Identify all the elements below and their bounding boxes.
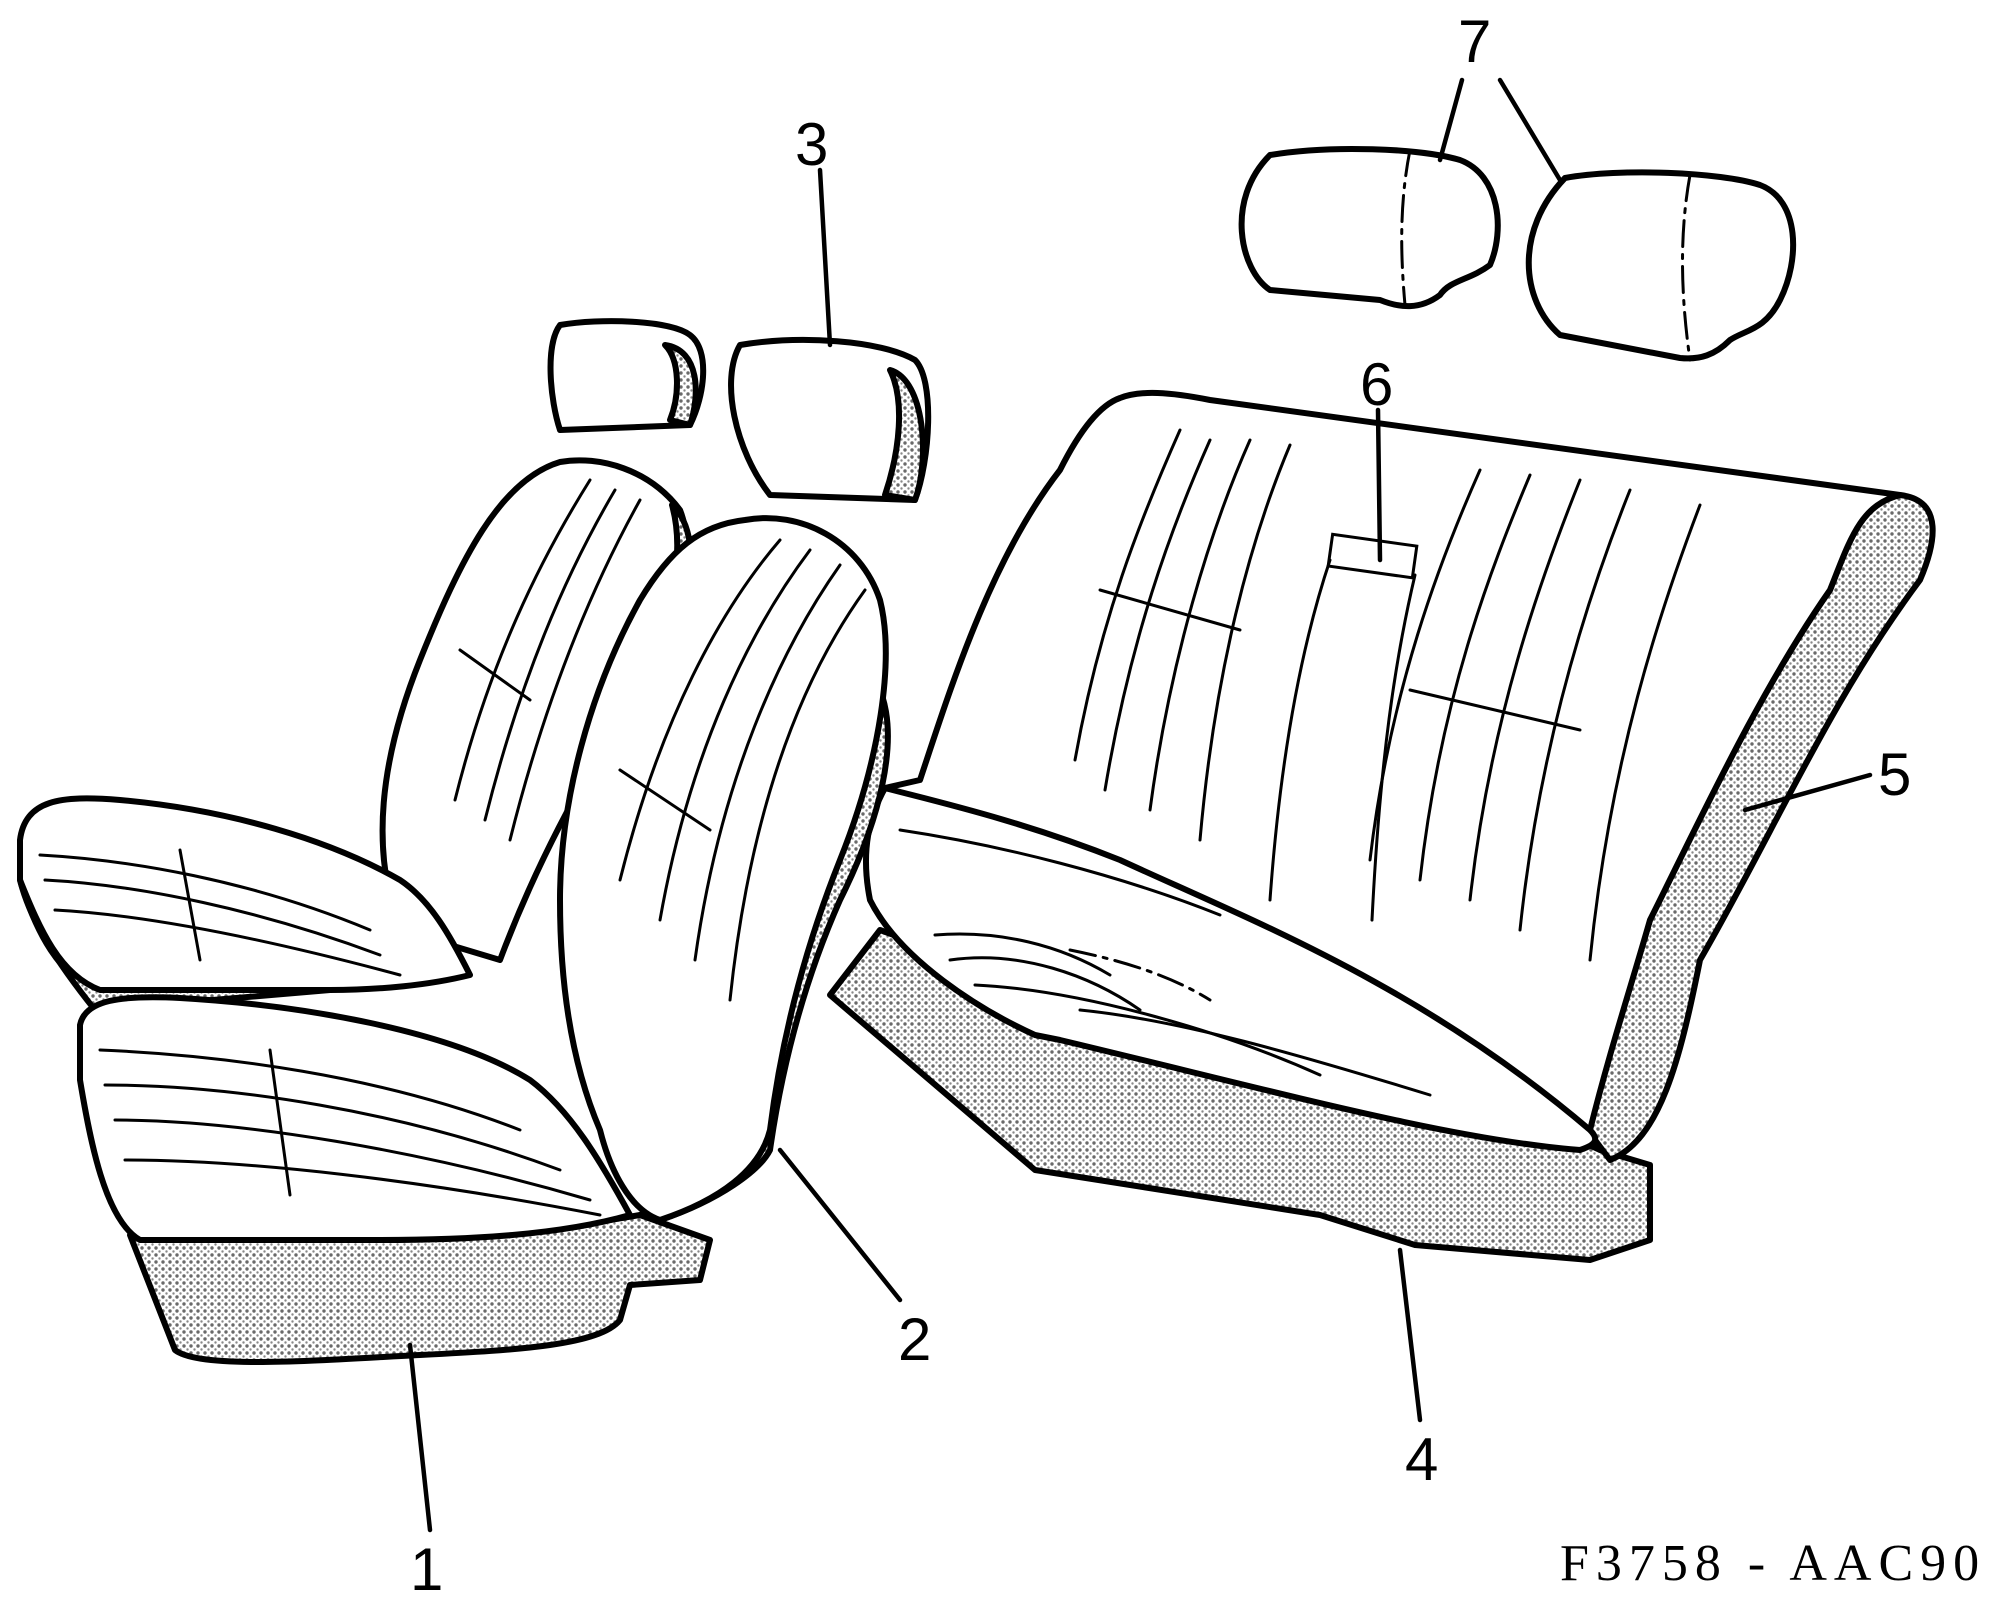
rear-center-armrest-panel: [1326, 532, 1419, 580]
callout-6: 6: [1360, 351, 1393, 418]
rear-seat-cushion: [862, 785, 1599, 1153]
front-seats-group: [17, 457, 891, 1365]
front-headrests-group: [547, 318, 932, 503]
callout-1: 1: [410, 1536, 443, 1600]
leader-line-5: [1742, 772, 1873, 813]
leader-line-6: [1375, 407, 1383, 563]
front-right-seat-cushion-base: [127, 1212, 713, 1365]
leader-line-4: [1397, 1247, 1423, 1423]
leader-lines: [407, 77, 1873, 1533]
callout-4: 4: [1405, 1426, 1438, 1493]
rear-headrest-right: [1525, 169, 1797, 362]
leader-line-7a: [1437, 77, 1465, 163]
rear-headrests-group: [1238, 145, 1797, 362]
figure-reference: F3758 - AAC90: [1560, 1535, 1986, 1592]
callout-7: 7: [1458, 8, 1491, 75]
leader-line-7b: [1497, 77, 1563, 183]
rear-headrest-left: [1238, 145, 1501, 310]
leader-line-3: [817, 167, 833, 348]
front-headrest-right: [728, 337, 932, 503]
callout-5: 5: [1878, 741, 1911, 808]
callout-labels: 1 2 3 4 5 6 7: [410, 8, 1911, 1600]
leader-line-1: [407, 1342, 433, 1533]
callout-3: 3: [795, 111, 828, 178]
rear-seat-group: [827, 389, 1936, 1263]
leader-line-2: [777, 1147, 903, 1303]
callout-2: 2: [898, 1306, 931, 1373]
front-right-seat-cushion: [77, 994, 633, 1243]
